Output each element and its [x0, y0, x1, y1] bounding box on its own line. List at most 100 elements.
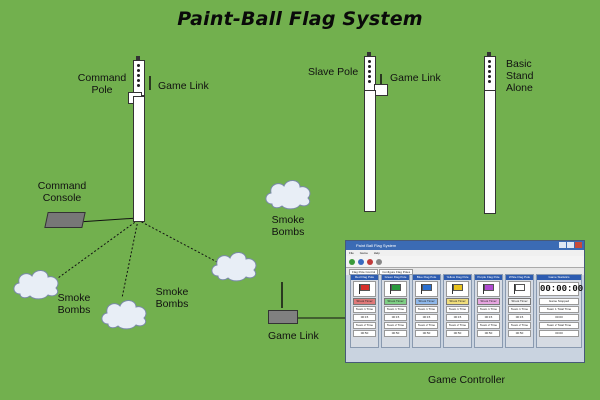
basic-pole-head: [484, 56, 496, 92]
label-slave-pole: Slave Pole: [308, 66, 359, 78]
panel-row: Team 2 Time: [384, 322, 407, 329]
panel-row: Team 1 Time: [353, 306, 376, 313]
game-link-device: [268, 310, 298, 324]
game-status: Game Stopped: [539, 298, 579, 305]
menu-file[interactable]: File: [349, 251, 354, 255]
stop-icon[interactable]: [367, 258, 373, 265]
panel-row: Team 2 Time: [446, 322, 469, 329]
flag-icon: [477, 281, 500, 297]
window-title-bar[interactable]: Paint Ball Flag System: [346, 241, 584, 250]
slave-pole-head: [364, 56, 376, 92]
window-menu-bar: File Game Help: [346, 250, 584, 256]
label-smoke-bombs-slave: Smoke Bombs: [271, 214, 305, 238]
panel-row: 00:15: [353, 314, 376, 321]
smoke-cloud-middle: [101, 300, 147, 330]
minimize-icon[interactable]: [559, 242, 566, 248]
panel-row: 00:15: [446, 314, 469, 321]
shoot-timer-button[interactable]: Shoot Timer: [477, 298, 500, 305]
flag-icon: [446, 281, 469, 297]
panel-row: Team 1 Time: [446, 306, 469, 313]
shoot-timer-button[interactable]: Shoot Timer: [446, 298, 469, 305]
command-console-device: [44, 212, 86, 228]
label-game-link-slave: Game Link: [390, 72, 441, 84]
panel-row: Team 2 Total Time: [539, 322, 579, 329]
panel-title: Blue Flag Pole: [413, 275, 440, 280]
flag-icon: [353, 281, 376, 297]
start-icon[interactable]: [349, 258, 355, 265]
flag-icon: [384, 281, 407, 297]
panel-row: 00:15: [508, 314, 531, 321]
panel-row: 00:50: [384, 330, 407, 337]
panel-title: Green Flag Pole: [382, 275, 409, 280]
game-controller-window[interactable]: Paint Ball Flag System File Game Help Fl…: [345, 240, 585, 363]
panel-row: Team 2 Time: [508, 322, 531, 329]
panel-title: Yellow Flag Pole: [444, 275, 471, 280]
command-pole-head: [133, 60, 145, 96]
basic-pole-shaft: [484, 90, 496, 214]
label-game-controller: Game Controller: [428, 374, 506, 386]
flag-icon: [415, 281, 438, 297]
console-pole-wire: [77, 217, 139, 223]
basic-pole-cap: [487, 52, 491, 56]
panel-title: Game Statistics: [537, 275, 581, 280]
panel-row: 00:00: [539, 330, 579, 337]
panel-row: Team 1 Time: [384, 306, 407, 313]
command-pole-shaft: [133, 96, 145, 222]
panel-row: Team 1 Time: [477, 306, 500, 313]
panel-row: 00:50: [446, 330, 469, 337]
wire-to-smoke-right: [137, 219, 218, 263]
page-title: Paint-Ball Flag System: [177, 8, 423, 30]
wire-to-smoke-mid: [121, 219, 139, 299]
command-pole-cap: [136, 56, 140, 60]
panel-row: 00:50: [508, 330, 531, 337]
panel-row: Team 1 Total Time: [539, 306, 579, 313]
panel-row: 00:15: [384, 314, 407, 321]
maximize-icon[interactable]: [567, 242, 574, 248]
settings-icon[interactable]: [376, 258, 382, 265]
label-command-console: Command Console: [37, 180, 87, 204]
shoot-timer-button[interactable]: Shoot Timer: [508, 298, 531, 305]
menu-game[interactable]: Game: [359, 251, 368, 255]
label-basic-stand-alone: Basic Stand Alone: [506, 58, 534, 94]
smoke-cloud-slave: [265, 180, 311, 210]
panel-row: 00:15: [477, 314, 500, 321]
shoot-timer-button[interactable]: Shoot Timer: [415, 298, 438, 305]
menu-help[interactable]: Help: [373, 251, 380, 255]
label-game-link-device: Game Link: [268, 330, 319, 342]
panel-row: Team 1 Time: [508, 306, 531, 313]
panel-row: 00:50: [477, 330, 500, 337]
wire-to-smoke-left: [57, 219, 139, 279]
shoot-timer-button[interactable]: Shoot Timer: [353, 298, 376, 305]
window-title: Paint Ball Flag System: [356, 243, 397, 248]
panel-row: 00:15: [415, 314, 438, 321]
panel-row: Team 2 Time: [353, 322, 376, 329]
window-toolbar: [346, 256, 584, 268]
panel-row: 00:00: [539, 314, 579, 321]
panel-title: White Flag Pole: [506, 275, 533, 280]
panel-title: Purple Flag Pole: [475, 275, 502, 280]
slave-pole-shaft: [364, 90, 376, 212]
label-game-link-command: Game Link: [158, 80, 209, 92]
panel-row: Team 2 Time: [477, 322, 500, 329]
panel-row: Team 1 Time: [415, 306, 438, 313]
close-icon[interactable]: [575, 242, 582, 248]
panel-row: Team 2 Time: [415, 322, 438, 329]
panel-row: 00:50: [353, 330, 376, 337]
label-command-pole: Command Pole: [77, 72, 127, 96]
pause-icon[interactable]: [358, 258, 364, 265]
slave-pole-cap: [367, 52, 371, 56]
shoot-timer-button[interactable]: Shoot Timer: [384, 298, 407, 305]
label-smoke-bombs-left: Smoke Bombs: [57, 292, 91, 316]
slave-game-link-box: [374, 84, 388, 96]
smoke-cloud-left: [13, 270, 59, 300]
label-smoke-bombs-middle: Smoke Bombs: [155, 286, 189, 310]
panel-row: 00:50: [415, 330, 438, 337]
